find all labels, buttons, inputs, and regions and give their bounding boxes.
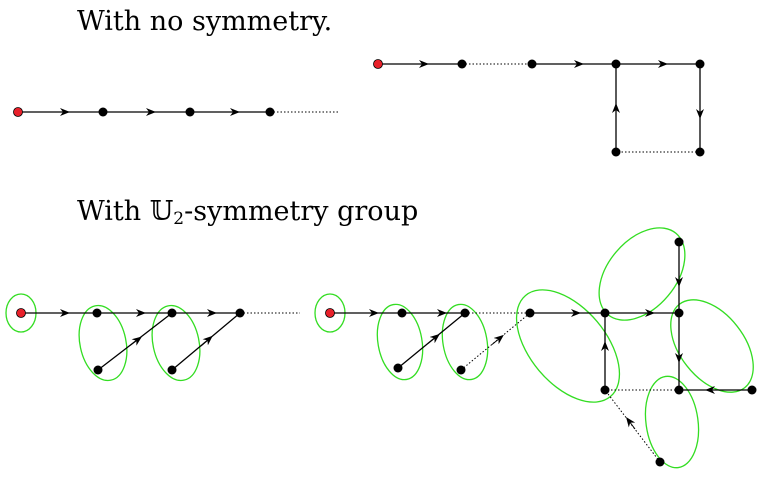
node [600,385,610,395]
orbit-outline [441,303,489,381]
arrow-head [427,333,440,344]
lollipop-diagram-u2 [314,227,757,469]
caption-u2-letter: 𝕌 [149,196,174,227]
arrow-head [491,334,504,345]
caption-no-symmetry: With no symmetry. [77,6,333,37]
node [397,308,407,318]
orbit-outline [598,227,686,321]
lollipop-diagram-plain [373,59,705,157]
caption-u2-prefix: With [77,196,150,227]
node [185,107,195,117]
orbit-outline [670,299,754,393]
node [600,308,610,318]
node [460,308,470,318]
node [695,147,705,157]
node [674,308,684,318]
node [747,385,757,395]
ray-diagram-u2 [5,293,300,382]
caption-u2-suffix: -symmetry group [184,196,419,227]
node [167,308,177,318]
dotted-edge [604,389,661,463]
orbit-outline [151,304,201,382]
arrow-head [626,417,636,430]
arrow-head [200,335,213,347]
node [695,59,705,69]
node [611,147,621,157]
root-node [13,107,23,117]
node [456,365,466,375]
root-node [325,308,335,318]
node [235,308,245,318]
node [393,363,403,373]
orbit-outline [644,375,700,469]
caption-u2-subscript: 2 [173,209,185,229]
node [167,365,177,375]
node [611,59,621,69]
ray-diagram-plain [13,107,340,117]
root-node [373,59,383,69]
orbit-outline [376,303,424,381]
root-node [16,308,26,318]
node [655,457,665,467]
arrow-head [129,336,142,346]
orbit-outline [515,289,621,403]
node [527,59,537,69]
node [457,59,467,69]
caption-u2-symmetry: With 𝕌2-symmetry group [77,198,418,228]
node [674,237,684,247]
orbit-outline [78,304,128,382]
node [674,385,684,395]
node [92,308,102,318]
node [265,107,275,117]
node [98,107,108,117]
node [525,308,535,318]
node [93,365,103,375]
dotted-edge [460,312,531,371]
